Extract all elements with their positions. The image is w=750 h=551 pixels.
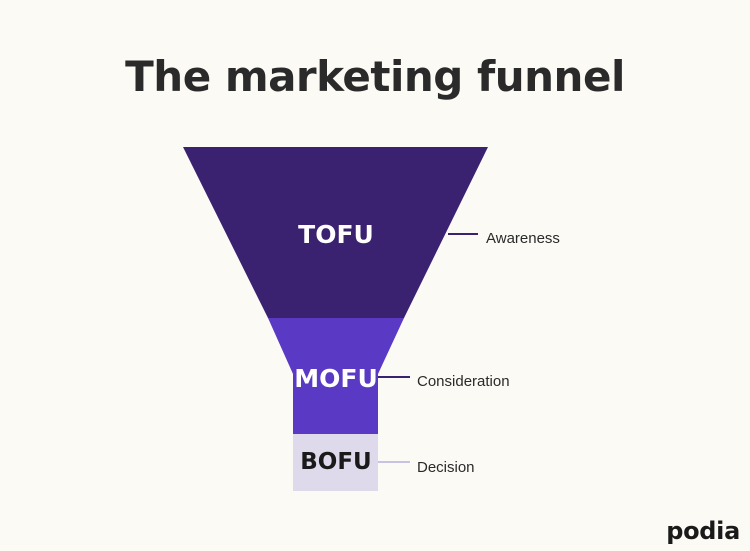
tofu-label: TOFU — [298, 220, 374, 249]
page-title: The marketing funnel — [125, 52, 625, 101]
mofu-description: Consideration — [417, 373, 510, 390]
mofu-label: MOFU — [294, 364, 378, 393]
mofu-segment — [268, 318, 404, 434]
tofu-description: Awareness — [486, 230, 560, 247]
tofu-segment — [183, 147, 488, 318]
podia-logo: podia — [666, 517, 740, 545]
bofu-description: Decision — [417, 459, 475, 476]
bofu-label: BOFU — [300, 449, 371, 475]
bofu-segment — [293, 434, 378, 491]
